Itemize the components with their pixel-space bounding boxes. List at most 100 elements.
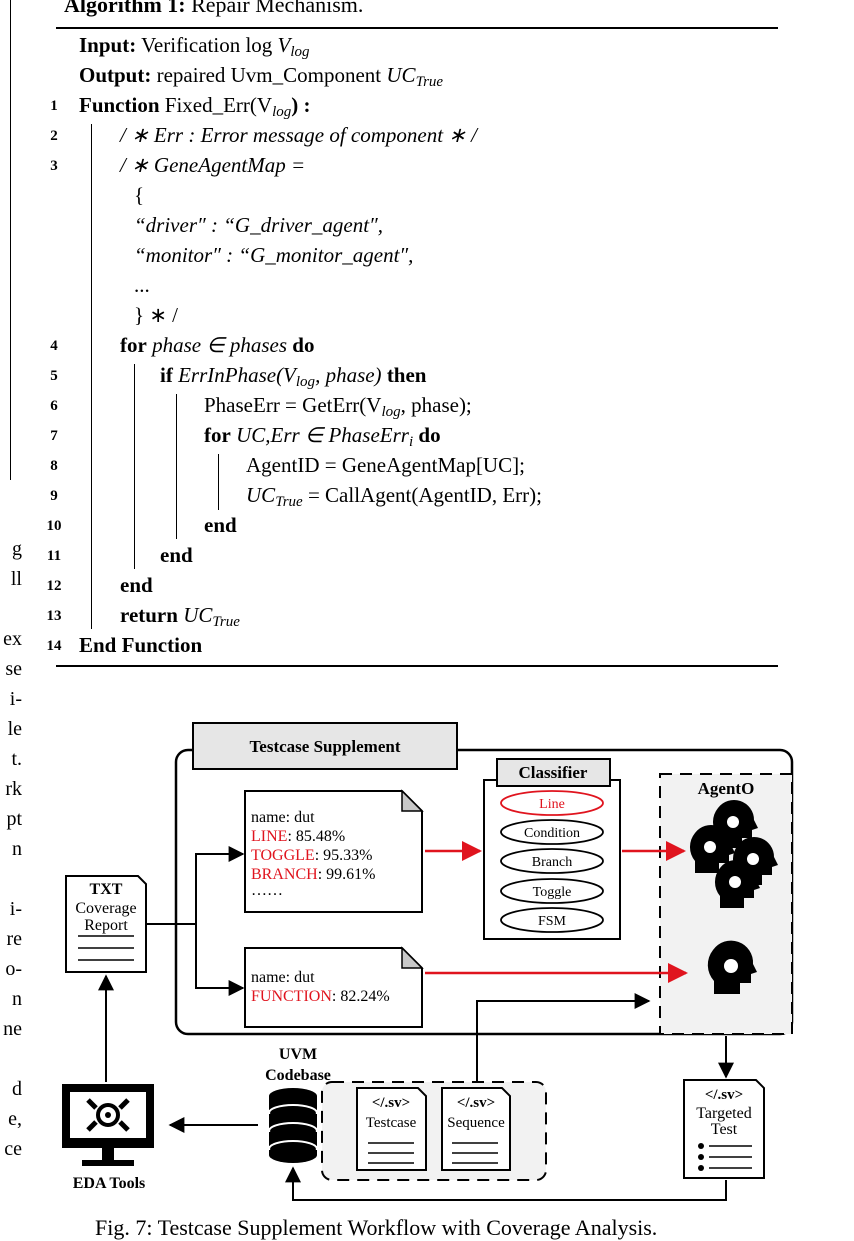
code-line-11: end <box>160 543 193 567</box>
algorithm-top-rule <box>56 27 778 29</box>
input-var-sub: log <box>290 44 310 60</box>
report-line2: Report <box>84 917 128 934</box>
line-number: 1 <box>50 98 58 114</box>
kw-then: then <box>386 363 427 387</box>
for-expr: phase ∈ phases <box>152 333 288 357</box>
targeted-line1: Targeted <box>696 1105 751 1122</box>
classifier-item-line <box>500 790 604 816</box>
classifier-item-toggle <box>500 878 604 904</box>
testcase-ext: </.sv> <box>372 1095 410 1111</box>
supplement-title: Testcase Supplement <box>250 737 401 756</box>
note1-name: name: dut <box>251 809 315 826</box>
indent-bar <box>134 364 136 569</box>
line-number: 10 <box>46 518 62 534</box>
note1-row-line: LINE: 85.48% <box>251 828 345 845</box>
kw-return: return <box>120 603 178 627</box>
if-arg: , phase) <box>315 363 382 387</box>
targeted-line2: Test <box>711 1121 738 1138</box>
coverage-note-2 <box>244 947 423 1028</box>
note1-more: …… <box>251 882 283 899</box>
indent-bar <box>91 124 93 629</box>
input-label: Input: <box>79 33 137 57</box>
line-number: 6 <box>50 398 58 414</box>
if-expr: ErrInPhase(V <box>178 363 296 387</box>
database-icon <box>268 1088 318 1163</box>
code-line-13: return UCTrue <box>120 603 240 631</box>
classifier-header <box>496 758 611 787</box>
code-line-3e: ... <box>134 273 150 297</box>
testcase-doc <box>356 1087 427 1171</box>
line-number: 12 <box>46 578 62 594</box>
classifier-title: Classifier <box>519 763 588 782</box>
figure-caption: Fig. 7: Testcase Supplement Workflow wit… <box>95 1215 658 1240</box>
classifier-item-fsm <box>500 907 604 933</box>
line-number: 11 <box>46 548 62 564</box>
line-number: 5 <box>50 368 58 384</box>
input-var: V <box>277 33 291 57</box>
classifier-item-branch <box>500 848 604 874</box>
line-number: 3 <box>50 158 58 174</box>
codebase-label2: Codebase <box>265 1067 331 1084</box>
eda-monitor-icon <box>62 1084 154 1166</box>
line-number: 8 <box>50 458 58 474</box>
code-line-10: end <box>204 513 237 537</box>
code-line-1: Function Fixed_Err(Vlog) : <box>79 93 311 121</box>
algorithm-bottom-rule <box>56 665 778 667</box>
line-number: 13 <box>46 608 62 624</box>
code-line-8: AgentID = GeneAgentMap[UC]; <box>246 453 525 477</box>
margin-text: g ll ex se i- le t. rk pt n i- re o- n n… <box>3 538 22 1160</box>
note1-row-branch: BRANCH: 99.61% <box>251 866 375 883</box>
report-line1: Coverage <box>75 900 136 917</box>
kw-for: for <box>120 333 147 357</box>
sub: True <box>212 614 240 630</box>
code-line-3d: “monitor″ : “G_monitor_agent″, <box>134 243 414 267</box>
classifier-label: Line <box>539 797 565 812</box>
report-title: TXT <box>90 881 123 898</box>
agent-heads-icon <box>689 800 778 908</box>
code-line-14: End Function <box>79 633 203 657</box>
assign-expr: PhaseErr = GetErr(V <box>204 393 382 417</box>
code-line-7: for UC,Err ∈ PhaseErri do <box>204 423 441 451</box>
output-var-sub: True <box>415 74 444 90</box>
algorithm-name: Repair Mechanism. <box>191 0 364 17</box>
output-text: repaired Uvm_Component <box>156 63 387 87</box>
supplement-header <box>192 722 458 770</box>
line-number: 2 <box>50 128 58 144</box>
agent-title: AgentO <box>698 779 755 798</box>
assign-arg: , phase); <box>400 393 472 417</box>
testcase-name: Testcase <box>366 1115 417 1131</box>
uc-var: UC <box>246 483 276 507</box>
output-label: Output: <box>79 63 152 87</box>
code-line-12: end <box>120 573 153 597</box>
sub: True <box>275 494 303 510</box>
note2-name: name: dut <box>251 969 315 986</box>
code-line-3: / ∗ GeneAgentMap = <box>120 153 306 177</box>
kw-do: do <box>418 423 441 447</box>
fn-signature: Fixed_Err(V <box>159 93 273 117</box>
targeted-ext: </.sv> <box>705 1087 743 1103</box>
line-number: 4 <box>50 338 58 354</box>
codebase-region <box>321 1081 547 1181</box>
code-line-4: for phase ∈ phases do <box>120 333 314 358</box>
code-line-9: UCTrue = CallAgent(AgentID, Err); <box>246 483 542 511</box>
algorithm-input: Input: Verification log Vlog <box>79 33 310 61</box>
uc-var: UC <box>183 603 213 627</box>
targeted-test-doc <box>683 1079 765 1179</box>
classifier-label: Toggle <box>533 885 572 900</box>
kw-if: if <box>160 363 173 387</box>
fn-close: ) : <box>291 93 311 117</box>
note2-row-function: FUNCTION: 82.24% <box>251 988 390 1005</box>
code-line-3b: { <box>134 183 145 207</box>
line-number: 14 <box>46 638 62 654</box>
code-line-6: PhaseErr = GetErr(Vlog, phase); <box>204 393 472 421</box>
sequence-doc <box>441 1087 511 1171</box>
output-var: UC <box>386 63 416 87</box>
algorithm-label: Algorithm 1: <box>64 0 186 17</box>
note1-row-toggle: TOGGLE: 95.33% <box>251 847 372 864</box>
sub: log <box>272 104 292 120</box>
single-agent-head-icon <box>707 940 757 994</box>
coverage-note-1 <box>244 790 423 913</box>
codebase-label1: UVM <box>279 1046 317 1063</box>
code-line-2: / ∗ Err : Error message of component ∗ / <box>120 123 477 147</box>
